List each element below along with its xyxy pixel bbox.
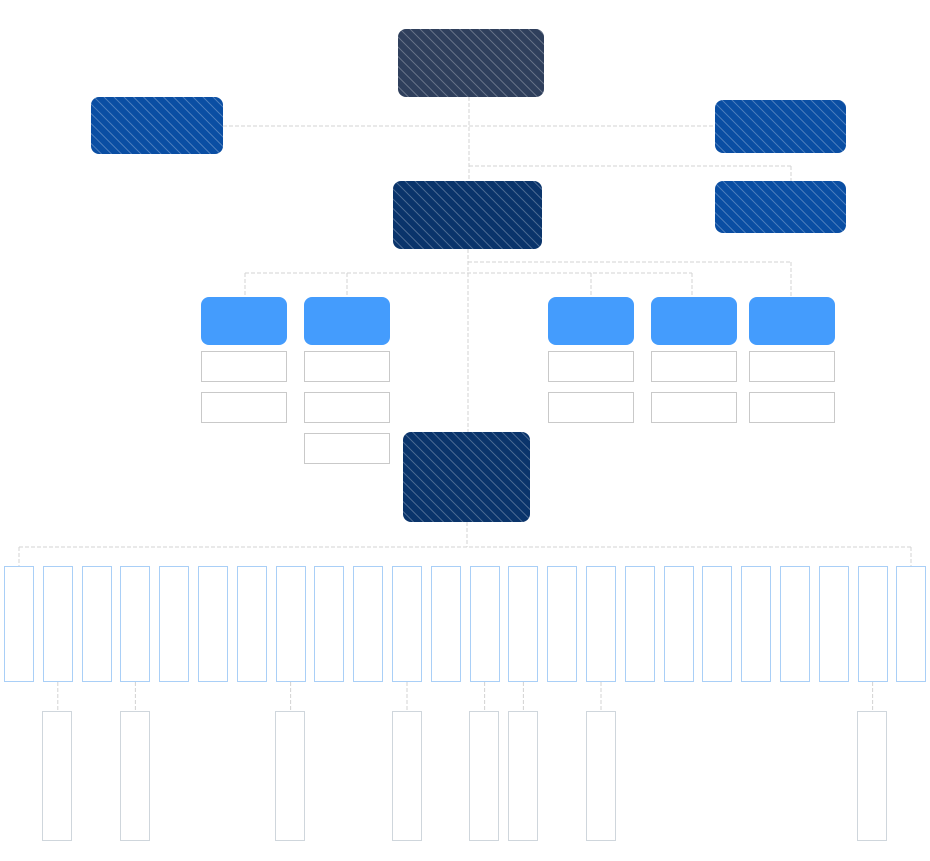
staff-column[interactable] [353, 566, 384, 682]
staff-column[interactable] [508, 566, 539, 682]
team-node[interactable] [548, 297, 634, 345]
staff-column[interactable] [81, 566, 112, 682]
team-member-box[interactable] [749, 351, 835, 382]
staff-column[interactable] [469, 566, 500, 682]
department-hub-node[interactable] [393, 181, 542, 249]
team-member-box[interactable] [304, 392, 390, 423]
sub-staff-column[interactable] [42, 711, 73, 841]
team-member-box[interactable] [201, 351, 287, 382]
staff-column[interactable] [702, 566, 733, 682]
staff-column[interactable] [818, 566, 849, 682]
staff-column[interactable] [392, 566, 422, 682]
root-node[interactable] [398, 29, 544, 97]
team-node[interactable] [304, 297, 390, 345]
staff-column[interactable] [896, 566, 927, 682]
staff-column[interactable] [663, 566, 694, 682]
sub-staff-column[interactable] [469, 711, 500, 841]
staff-column[interactable] [236, 566, 267, 682]
sub-staff-column[interactable] [275, 711, 306, 841]
staff-column[interactable] [159, 566, 190, 682]
staff-column[interactable] [120, 566, 151, 682]
staff-column[interactable] [198, 566, 228, 682]
staff-column[interactable] [275, 566, 306, 682]
staff-column[interactable] [780, 566, 810, 682]
sub-staff-column[interactable] [585, 711, 616, 841]
staff-column[interactable] [586, 566, 616, 682]
team-member-box[interactable] [201, 392, 287, 423]
team-member-box[interactable] [304, 433, 390, 464]
staff-column[interactable] [857, 566, 888, 682]
team-member-box[interactable] [548, 392, 634, 423]
team-member-box[interactable] [749, 392, 835, 423]
staff-column[interactable] [624, 566, 655, 682]
team-node[interactable] [201, 297, 287, 345]
team-node[interactable] [651, 297, 737, 345]
left-assistant-node[interactable] [91, 97, 223, 154]
staff-column[interactable] [741, 566, 772, 682]
sub-staff-column[interactable] [857, 711, 888, 841]
team-node[interactable] [749, 297, 835, 345]
sub-staff-column[interactable] [391, 711, 422, 841]
team-member-box[interactable] [548, 351, 634, 382]
team-member-box[interactable] [304, 351, 390, 382]
right-assistant-node[interactable] [715, 100, 846, 153]
sub-staff-column[interactable] [507, 711, 538, 841]
staff-column[interactable] [42, 566, 73, 682]
staff-column[interactable] [547, 566, 578, 682]
staff-column[interactable] [4, 566, 34, 682]
lower-hub-node[interactable] [403, 432, 530, 522]
sub-staff-column[interactable] [119, 711, 150, 841]
staff-column[interactable] [314, 566, 345, 682]
staff-column[interactable] [430, 566, 461, 682]
right-secondary-node[interactable] [715, 181, 846, 233]
team-member-box[interactable] [651, 351, 737, 382]
team-member-box[interactable] [651, 392, 737, 423]
